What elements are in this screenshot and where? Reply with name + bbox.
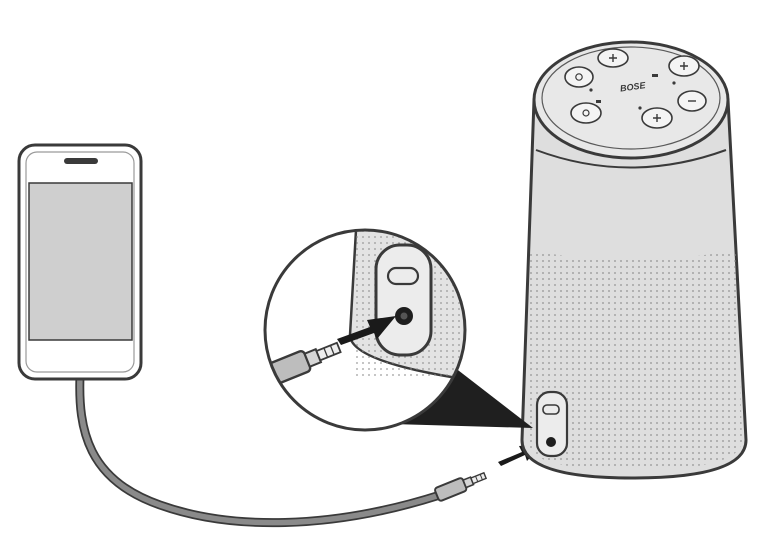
bluetooth-button-icon <box>597 48 629 68</box>
audio-cable-icon <box>75 371 488 528</box>
brand-logo: BOSE <box>619 80 647 94</box>
phone-icon <box>17 143 143 381</box>
speaker-icon: BOSE <box>520 40 748 480</box>
volume-up-icon <box>668 55 700 77</box>
aux-jack-icon <box>535 390 569 458</box>
power-button-icon <box>564 66 594 88</box>
aux-button-icon <box>570 102 602 124</box>
magnifier-callout-icon <box>263 228 467 432</box>
callout-wedge <box>392 367 533 428</box>
volume-down-icon <box>677 90 707 112</box>
multifunction-button-icon <box>641 107 673 129</box>
